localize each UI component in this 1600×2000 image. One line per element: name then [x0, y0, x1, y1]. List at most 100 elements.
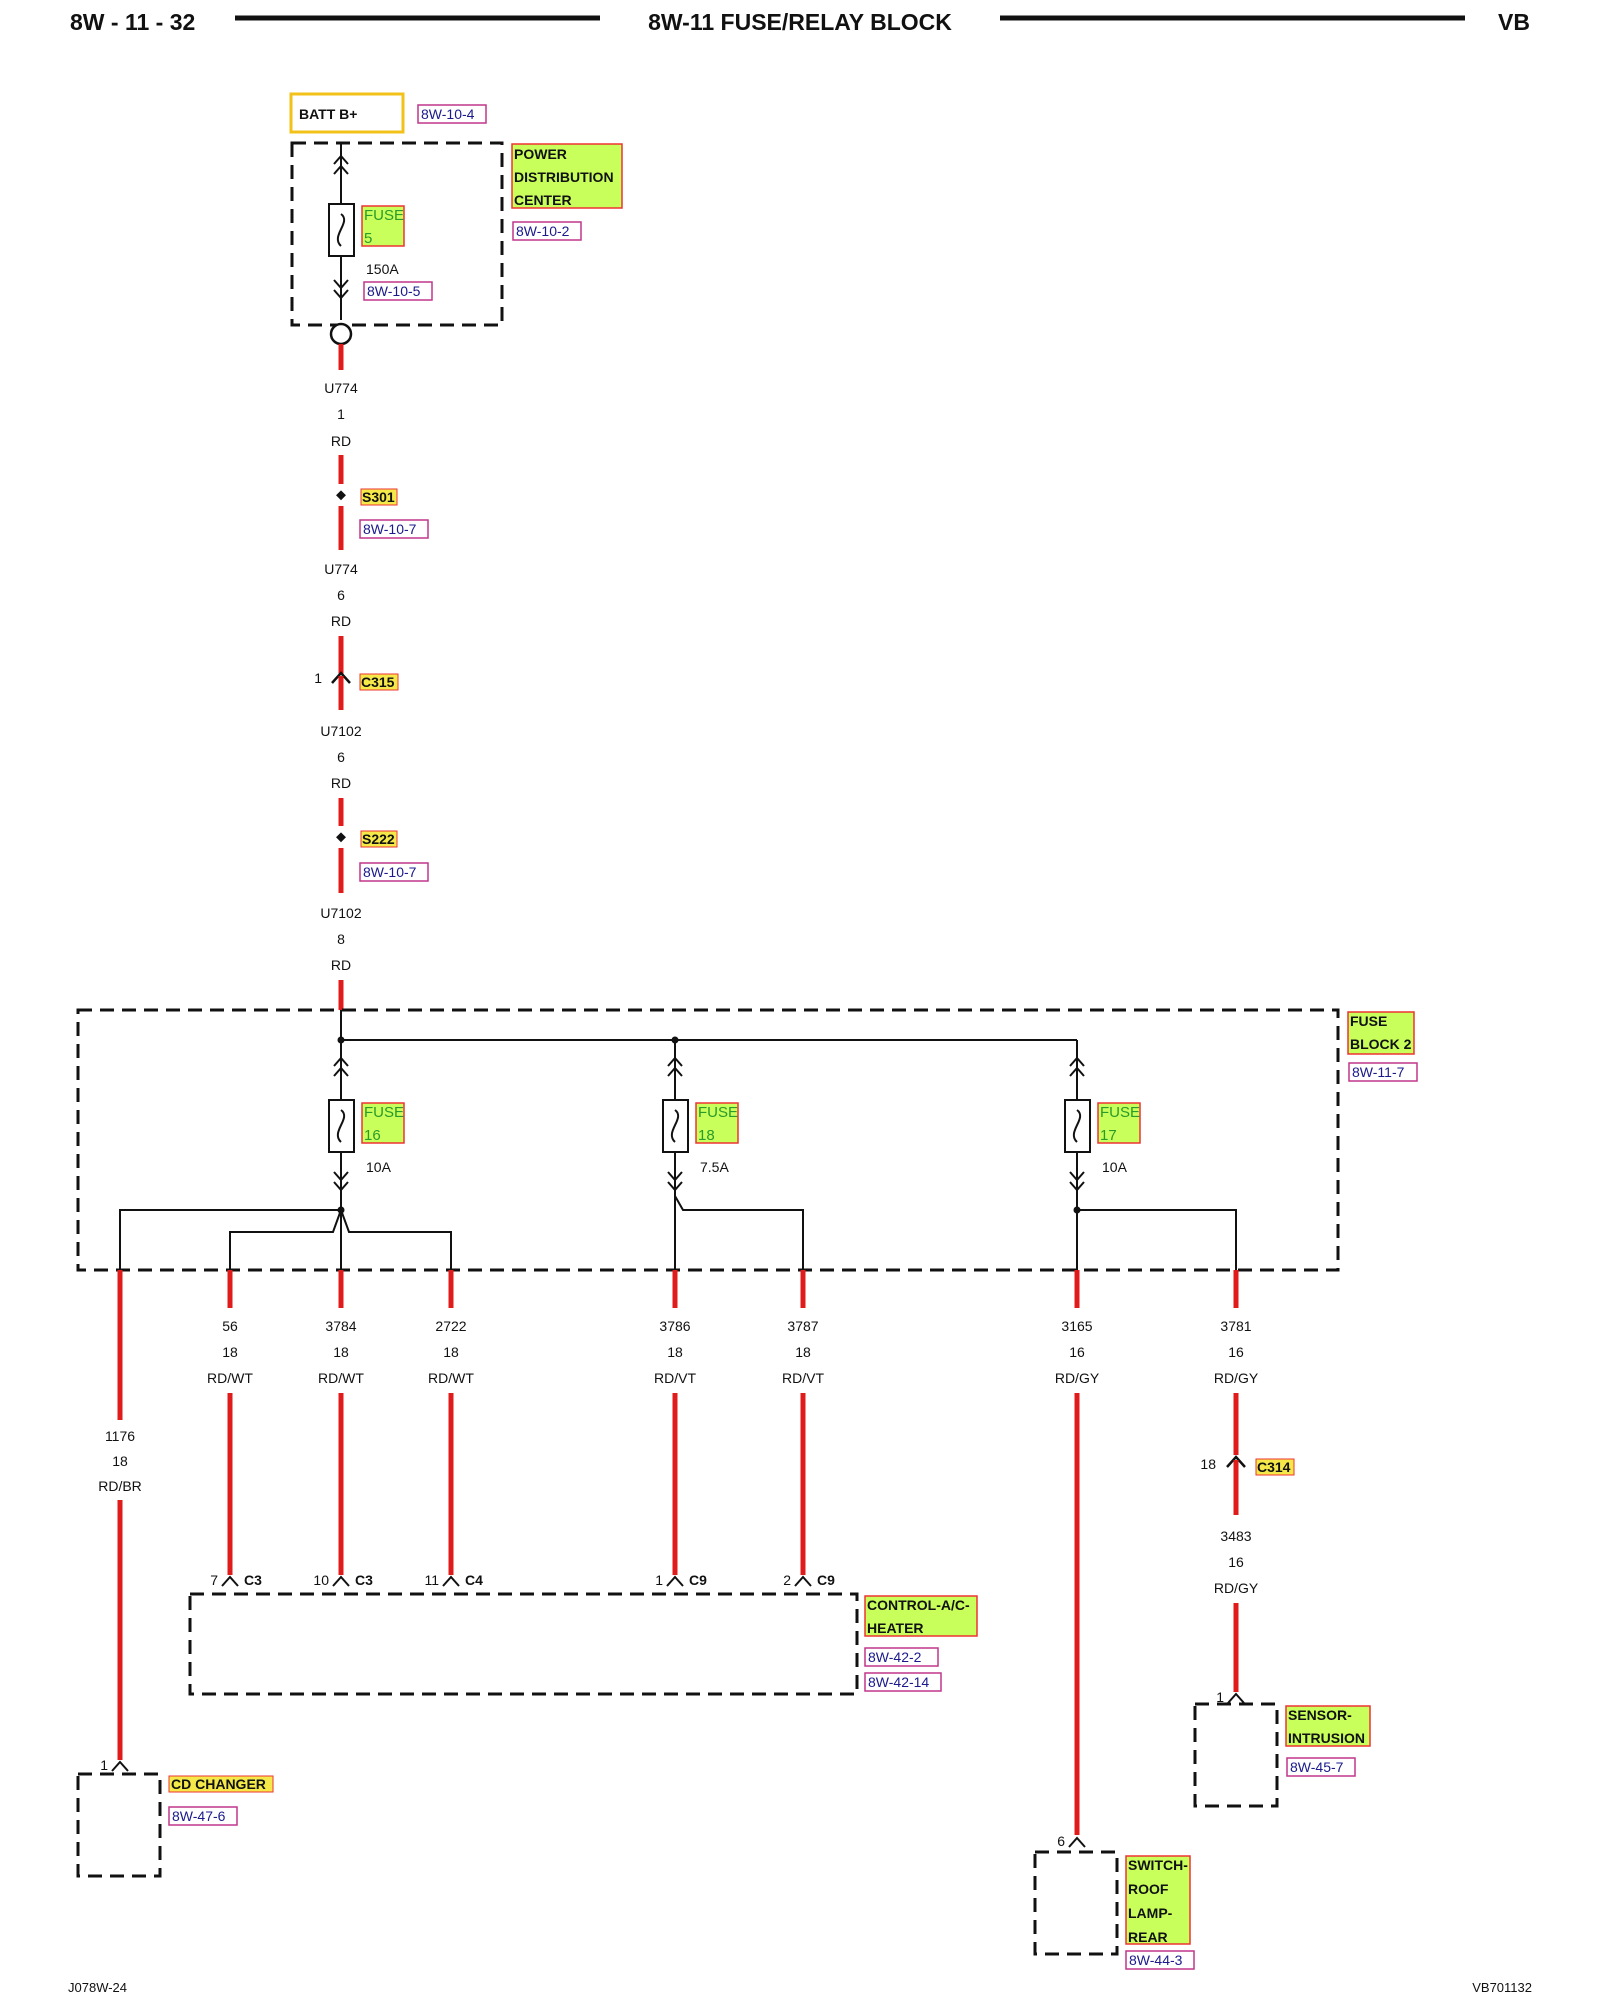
c314-label: C314	[1257, 1459, 1291, 1475]
fuse5-number: 5	[364, 230, 372, 247]
fuse-block-2-label-1: FUSE	[1350, 1013, 1387, 1029]
wire-1176-color: RD/BR	[98, 1478, 142, 1494]
fuse16-rating: 10A	[366, 1159, 392, 1175]
fuse17-word: FUSE	[1100, 1104, 1140, 1121]
hvac-pin-chevron-1	[221, 1575, 239, 1587]
pdc-highlight	[511, 143, 623, 209]
u7102-color-b: RD	[331, 957, 351, 973]
footer-left-code: J078W-24	[68, 1980, 127, 1995]
wire-3781-color: RD/GY	[1214, 1370, 1259, 1386]
wire-3784-circuit: 3784	[325, 1318, 356, 1334]
cd-changer-label: CD CHANGER	[171, 1776, 266, 1792]
fuse16-highlight	[361, 1102, 405, 1144]
fuse17-number: 17	[1100, 1127, 1117, 1144]
fuse16-element	[336, 1109, 346, 1143]
fuse17-top-chevron-1	[1069, 1056, 1085, 1067]
fuse16-number: 16	[364, 1127, 381, 1144]
fuse17-bottom-chevron-1	[1069, 1171, 1085, 1182]
wire-2722-circuit: 2722	[435, 1318, 466, 1334]
c315-chevron	[331, 671, 351, 684]
sensor-label-2: INTRUSION	[1288, 1730, 1365, 1746]
fuse18-highlight	[695, 1102, 739, 1144]
fuse17-highlight	[1097, 1102, 1141, 1144]
s222-ref[interactable]: 8W-10-7	[363, 864, 417, 880]
page-number: 8W - 11 - 32	[70, 9, 195, 35]
s222-highlight	[360, 830, 398, 848]
pdc-terminal	[329, 322, 353, 346]
fuse-block-2-box	[76, 1008, 1340, 1272]
fuse17-element	[1072, 1109, 1082, 1143]
batt-box	[289, 92, 405, 134]
wire-3483-gauge: 16	[1228, 1554, 1244, 1570]
c315-label: C315	[361, 674, 395, 690]
branch-1176	[119, 1209, 341, 1270]
fuse5-rating: 150A	[366, 261, 399, 277]
fuse-17: FUSE 17 10A	[1064, 1040, 1141, 1270]
s301-ref[interactable]: 8W-10-7	[363, 521, 417, 537]
sensor-label-1: SENSOR-	[1288, 1707, 1352, 1723]
wire-3165-gauge: 16	[1069, 1344, 1085, 1360]
wire-56-gauge: 18	[222, 1344, 238, 1360]
hvac-pin-chevron-5	[794, 1575, 812, 1587]
switch-ref[interactable]: 8W-44-3	[1129, 1952, 1183, 1968]
fuse18-top-chevron-2	[667, 1066, 683, 1077]
fuse-block-2-label-2: BLOCK 2	[1350, 1036, 1412, 1052]
fuse16-top-chevron-1	[333, 1056, 349, 1067]
hvac-conn-c3-b: C3	[355, 1572, 373, 1588]
wire-3786-gauge: 18	[667, 1344, 683, 1360]
s222-splice-dot	[336, 832, 346, 843]
batt-ref[interactable]: 8W-10-4	[421, 106, 475, 122]
fuse18-rating: 7.5A	[700, 1159, 729, 1175]
fuse16-word: FUSE	[364, 1104, 404, 1121]
hvac-pin-1: 1	[655, 1572, 663, 1588]
cd-ref-box	[168, 1806, 238, 1826]
fuse5-body	[328, 203, 355, 257]
pdc-ref[interactable]: 8W-10-2	[516, 223, 570, 239]
fuse-block-2-ref-box	[1348, 1062, 1418, 1082]
hvac-label-1: CONTROL-A/C-	[867, 1597, 970, 1613]
s222-label: S222	[362, 831, 395, 847]
pdc-label-1: POWER	[514, 146, 567, 162]
hvac-conn-c9-a: C9	[689, 1572, 707, 1588]
fuse5-word: FUSE	[364, 207, 404, 224]
switch-highlight	[1125, 1855, 1191, 1945]
s222-ref-box	[359, 862, 429, 882]
hvac-conn-c9-b: C9	[817, 1572, 835, 1588]
s301-highlight	[360, 488, 398, 506]
hvac-highlight	[864, 1595, 978, 1637]
pdc-label-2: DISTRIBUTION	[514, 169, 614, 185]
switch-label-3: LAMP-	[1128, 1905, 1173, 1921]
batt-label: BATT B+	[299, 106, 357, 122]
wire-2722-color: RD/WT	[428, 1370, 474, 1386]
wire-3483-circuit: 3483	[1220, 1528, 1251, 1544]
pdc-ref-box	[512, 221, 582, 241]
wire-1176-gauge: 18	[112, 1453, 128, 1469]
wire-56-color: RD/WT	[207, 1370, 253, 1386]
wire-3786-circuit: 3786	[659, 1318, 690, 1334]
sensor-ref[interactable]: 8W-45-7	[1290, 1759, 1344, 1775]
wire-3781-gauge: 16	[1228, 1344, 1244, 1360]
u7102-gauge-a: 6	[337, 749, 345, 765]
fuse5-element	[336, 213, 346, 247]
hvac-ref-1[interactable]: 8W-42-2	[868, 1649, 922, 1665]
c314-chevron	[1226, 1455, 1246, 1468]
fuse5-ref[interactable]: 8W-10-5	[367, 283, 421, 299]
u774-color-a: RD	[331, 433, 351, 449]
hvac-pin-chevron-2	[332, 1575, 350, 1587]
fuse17-rating: 10A	[1102, 1159, 1128, 1175]
c315-highlight	[359, 673, 399, 691]
hvac-ref-2[interactable]: 8W-42-14	[868, 1674, 929, 1690]
sensor-highlight	[1285, 1705, 1371, 1747]
branch-56	[229, 1209, 342, 1270]
cd-ref[interactable]: 8W-47-6	[172, 1808, 226, 1824]
s301-splice-dot	[336, 490, 346, 501]
branch-3781	[1077, 1209, 1237, 1270]
hvac-pin-10: 10	[313, 1572, 329, 1588]
fuse5-bottom-chevron-2	[333, 289, 349, 300]
pdc-box	[290, 141, 504, 327]
fuse-18: FUSE 18 7.5A	[662, 1040, 739, 1270]
wire-3784-gauge: 18	[333, 1344, 349, 1360]
fuse-block-2-ref[interactable]: 8W-11-7	[1352, 1064, 1405, 1080]
fuse-16: FUSE 16 10A	[328, 1040, 405, 1210]
hvac-conn-c3-a: C3	[244, 1572, 262, 1588]
